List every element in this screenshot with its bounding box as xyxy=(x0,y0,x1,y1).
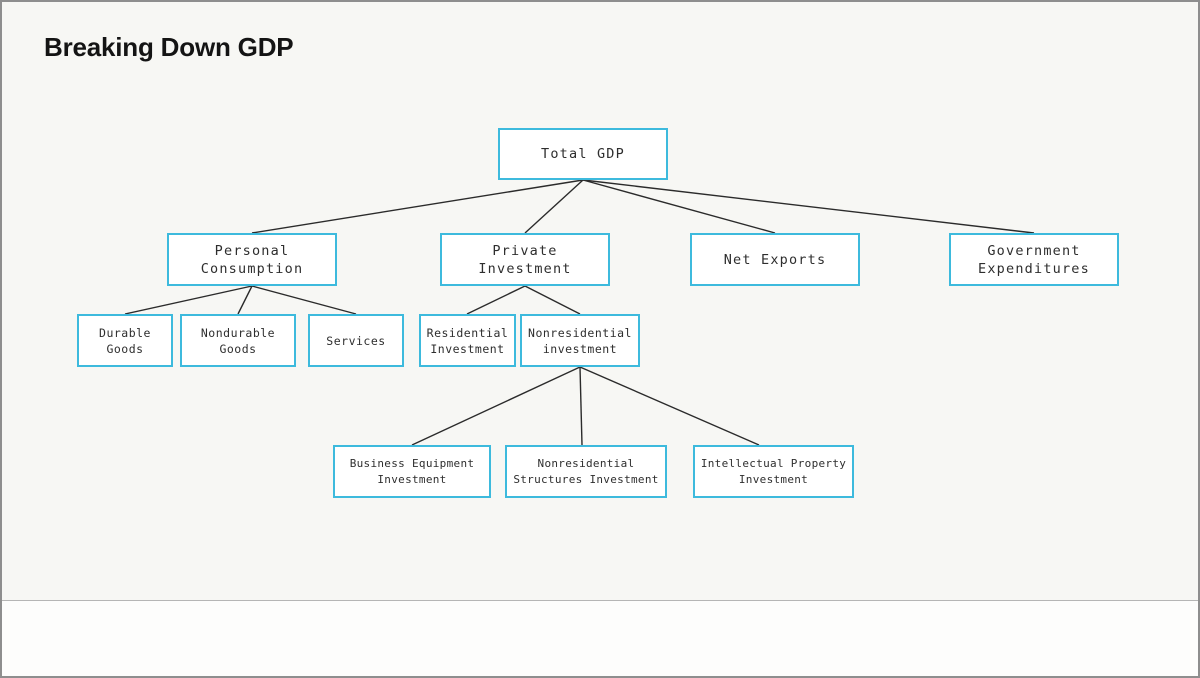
node-net-exports: Net Exports xyxy=(690,233,860,286)
footer: EPB This report is prepared for the excl… xyxy=(2,600,1198,676)
node-personal-consumption: Personal Consumption xyxy=(167,233,337,286)
node-business-equipment-investment: Business Equipment Investment xyxy=(333,445,491,498)
node-durable-goods: Durable Goods xyxy=(77,314,173,367)
edge-nonresidential-intellectual-property xyxy=(579,366,760,446)
edge-personal-consumption-services xyxy=(251,285,357,315)
edge-total-gdp-government-expenditures xyxy=(582,179,1035,234)
edge-total-gdp-personal-consumption xyxy=(251,179,584,234)
node-nondurable-goods: Nondurable Goods xyxy=(180,314,296,367)
edge-private-investment-residential xyxy=(466,285,526,315)
node-nonresidential-investment: Nonresidential investment xyxy=(520,314,640,367)
node-government-expenditures: Government Expenditures xyxy=(949,233,1119,286)
edge-total-gdp-net-exports xyxy=(582,179,776,234)
node-intellectual-property-investment: Intellectual Property Investment xyxy=(693,445,854,498)
page-title: Breaking Down GDP xyxy=(44,32,294,62)
edge-private-investment-nonresidential xyxy=(524,285,581,315)
edge-personal-consumption-durable-goods xyxy=(124,285,253,315)
node-residential-investment: Residential Investment xyxy=(419,314,516,367)
node-services: Services xyxy=(308,314,404,367)
edge-personal-consumption-nondurable-goods xyxy=(237,285,253,315)
edge-nonresidential-structures xyxy=(579,366,583,446)
edge-nonresidential-business-equipment xyxy=(411,366,581,446)
edge-total-gdp-private-investment xyxy=(524,179,584,234)
node-private-investment: Private Investment xyxy=(440,233,610,286)
node-total-gdp: Total GDP xyxy=(498,128,668,180)
node-nonresidential-structures-investment: Nonresidential Structures Investment xyxy=(505,445,667,498)
